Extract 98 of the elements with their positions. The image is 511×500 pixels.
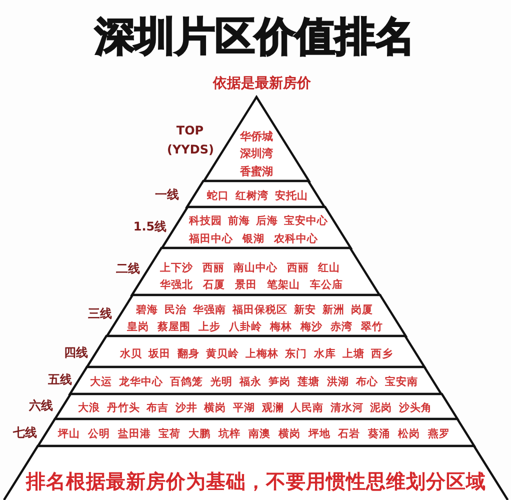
- place-name: 东门: [285, 348, 308, 360]
- tier-label: 二线: [116, 260, 140, 278]
- place-name: 莲塘: [298, 376, 320, 388]
- title: 深圳片区价值排名: [95, 13, 415, 61]
- place-name: 坪地: [308, 428, 330, 440]
- place-name: 碧海: [136, 304, 158, 316]
- place-name: 上下沙: [160, 262, 193, 274]
- pyramid-tier: [54, 394, 458, 419]
- place-name: 宝荷: [158, 428, 181, 440]
- place-name: 横岗: [278, 428, 300, 440]
- pyramid-base: [4, 446, 508, 500]
- place-name: 红山: [318, 262, 340, 274]
- place-name: 百鸽笼: [170, 376, 204, 388]
- place-name: 水贝: [120, 348, 142, 360]
- place-name: 大运: [90, 376, 112, 388]
- place-name: 布心: [356, 376, 378, 388]
- place-name: 龙华中心: [119, 376, 164, 388]
- place-name: 西丽: [202, 262, 224, 274]
- place-name: 宝安中心: [284, 214, 328, 228]
- place-name: 南澳: [248, 428, 270, 440]
- place-name: 石岩: [338, 428, 360, 440]
- place-name: 坑梓: [218, 428, 241, 440]
- place-name: 前海: [228, 214, 250, 228]
- place-name: 沙头角: [398, 402, 432, 414]
- place-name: 石厦: [203, 278, 225, 292]
- place-name: 上步: [198, 320, 221, 334]
- place-name: 翻身: [177, 348, 200, 360]
- place-name: 岗厦: [351, 304, 373, 316]
- place-name: 华侨城: [240, 130, 273, 144]
- place-name: 香蜜湖: [240, 165, 273, 179]
- place-name: 华强北: [160, 278, 193, 292]
- place-name: 民治: [164, 304, 186, 316]
- place-name: 清水河: [330, 402, 364, 414]
- tier-label: 七线: [13, 424, 37, 442]
- place-name: 红树湾: [236, 190, 268, 202]
- pyramid-tier: [70, 367, 442, 394]
- place-name: 布吉: [146, 402, 169, 414]
- tier-label: TOP (YYDS): [167, 122, 213, 158]
- place-name: 坂田: [148, 348, 171, 360]
- place-name: 车公庙: [310, 278, 343, 292]
- place-name: 笔架山: [267, 278, 300, 292]
- place-name: 水库: [314, 348, 336, 360]
- place-name: 泥岗: [370, 402, 392, 414]
- place-name: 后海: [256, 214, 278, 228]
- place-name: 燕罗: [428, 428, 450, 440]
- place-name: 农科中心: [274, 232, 318, 246]
- tier-label: 1.5线: [133, 218, 167, 236]
- place-name: 新洲: [322, 304, 344, 316]
- place-name: 蛇口: [207, 190, 229, 202]
- place-name: 人民南: [290, 402, 324, 414]
- place-name: 银湖: [242, 232, 264, 246]
- pyramid-tier: [87, 336, 425, 367]
- place-name: 福田中心: [189, 232, 233, 246]
- place-name: 黄贝岭: [206, 348, 239, 360]
- place-name: 皇岗: [127, 320, 149, 334]
- place-name: 科技园: [189, 214, 222, 228]
- place-name: 大鹏: [188, 428, 211, 440]
- place-name: 景田: [235, 278, 257, 292]
- tier-label: 四线: [64, 344, 88, 362]
- place-name: 八卦岭: [228, 320, 262, 334]
- place-name: 公明: [88, 428, 110, 440]
- pyramid-tier: [38, 419, 474, 446]
- tier-label: 六线: [29, 398, 53, 415]
- place-name: 福田保税区: [232, 304, 288, 316]
- place-name: 福永: [239, 376, 262, 388]
- place-name: 梅沙: [300, 320, 322, 334]
- place-name: 蔡屋围: [157, 320, 190, 334]
- place-name: 赤湾: [330, 320, 353, 334]
- place-name: 南山中心: [234, 262, 278, 274]
- place-name: 上塘: [342, 348, 364, 360]
- place-name: 横岗: [204, 402, 226, 414]
- place-name: 西丽: [286, 262, 309, 274]
- place-name: 上梅林: [246, 348, 278, 360]
- place-name: 大浪: [78, 402, 100, 414]
- place-name: 西乡: [371, 348, 393, 360]
- place-name: 松岗: [398, 428, 420, 440]
- place-name: 观澜: [262, 402, 284, 414]
- place-name: 盐田港: [118, 428, 151, 440]
- place-name: 葵涌: [368, 428, 390, 440]
- place-name: 翠竹: [360, 320, 383, 334]
- note-text: 依据是最新房价: [213, 76, 311, 92]
- tier-label: 三线: [88, 306, 112, 323]
- place-name: 笋岗: [268, 376, 291, 388]
- place-name: 新安: [294, 304, 316, 316]
- tier-label: 一线: [155, 186, 179, 204]
- place-name: 光明: [210, 376, 232, 388]
- place-name: 梅林: [270, 320, 292, 334]
- place-name: 华强南: [193, 304, 226, 316]
- place-name: 丹竹头: [106, 402, 140, 414]
- tier-label: 五线: [48, 372, 72, 389]
- note-text: 排名根据最新房价为基础，不要用惯性思维划分区域: [26, 470, 486, 494]
- place-name: 平湖: [232, 402, 255, 414]
- place-name: 宝安南: [384, 376, 418, 388]
- place-name: 深圳湾: [240, 147, 273, 161]
- place-name: 洪湖: [326, 376, 349, 388]
- place-name: 坪山: [58, 428, 80, 440]
- place-name: 安托山: [275, 190, 308, 202]
- place-name: 沙井: [175, 402, 198, 414]
